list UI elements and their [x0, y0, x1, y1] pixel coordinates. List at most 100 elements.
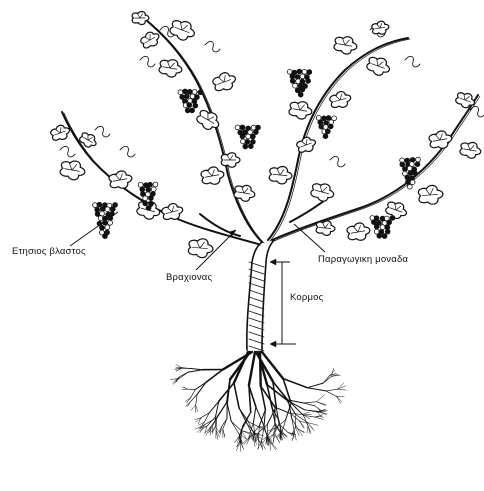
- grape-berry: [406, 180, 411, 185]
- root: [275, 435, 280, 443]
- tendril: [60, 146, 75, 157]
- leaf: [211, 70, 238, 94]
- label-productive-unit: Παραγωγικη μοναδα: [318, 254, 408, 265]
- grape-berry: [382, 234, 387, 239]
- grape-berry: [187, 89, 192, 94]
- pointer-trunk-heads: [270, 259, 276, 347]
- leaf: [428, 129, 453, 150]
- tendril: [405, 56, 420, 67]
- leaf: [459, 140, 482, 159]
- root: [270, 441, 271, 450]
- grape-berry: [300, 87, 305, 92]
- grape-berry: [105, 207, 110, 212]
- grape-berry: [240, 125, 245, 130]
- leaf: [295, 135, 317, 155]
- grape-berry: [400, 162, 405, 167]
- leaf: [310, 181, 336, 204]
- grape-berry: [323, 134, 328, 139]
- root: [307, 388, 326, 391]
- root: [338, 389, 347, 390]
- leaf: [288, 100, 313, 121]
- label-trunk: Κορμος: [290, 292, 323, 303]
- grape-berry: [245, 139, 250, 144]
- trunk-hatch: [249, 283, 264, 288]
- root: [317, 402, 326, 406]
- leaf: [371, 20, 390, 36]
- grape-berry: [100, 207, 105, 212]
- root: [190, 368, 203, 369]
- grape-berry: [190, 108, 195, 113]
- grape-berry: [178, 90, 183, 95]
- tendril: [330, 156, 345, 167]
- root: [323, 376, 331, 383]
- root: [307, 383, 323, 388]
- grape-berry: [105, 225, 110, 230]
- root: [315, 406, 321, 411]
- grape-berry: [387, 220, 392, 225]
- tendril: [120, 146, 135, 157]
- tendril: [140, 56, 155, 67]
- tendril: [95, 126, 110, 137]
- grape-cluster: [370, 216, 395, 239]
- grape-berry: [149, 196, 154, 201]
- grape-berry: [240, 134, 245, 139]
- root: [291, 414, 303, 415]
- grape-berry: [410, 180, 415, 185]
- grape-berry: [390, 216, 395, 221]
- grape-berry: [187, 103, 192, 108]
- grape-berry: [251, 134, 256, 139]
- grape-cluster: [235, 125, 260, 149]
- grape-berry: [246, 134, 251, 139]
- root: [234, 383, 239, 408]
- root: [307, 423, 318, 426]
- grape-berry: [110, 207, 115, 212]
- grape-berry: [148, 182, 153, 187]
- grape-berry: [290, 79, 295, 84]
- root: [219, 383, 234, 401]
- root: [338, 383, 344, 389]
- root: [191, 405, 196, 411]
- grape-cluster: [400, 157, 421, 189]
- grape-berry: [143, 201, 148, 206]
- root-system: [171, 352, 347, 452]
- leaf: [59, 159, 86, 182]
- leaf: [316, 220, 336, 236]
- grape-berry: [413, 171, 418, 176]
- root: [315, 417, 323, 419]
- leaf: [329, 89, 353, 110]
- root: [269, 434, 274, 439]
- grape-berry: [290, 74, 295, 79]
- grape-berry: [153, 182, 158, 187]
- root: [270, 441, 276, 450]
- grape-berry: [103, 234, 108, 239]
- grape-berry: [374, 224, 379, 229]
- root: [307, 426, 308, 433]
- leaf: [188, 238, 214, 259]
- grape-cluster: [178, 89, 203, 113]
- root: [308, 426, 310, 434]
- trunk-hatch: [249, 290, 264, 295]
- leaf: [132, 12, 149, 25]
- grape-berry: [108, 220, 113, 225]
- grape-berry: [256, 125, 261, 130]
- root: [317, 395, 325, 402]
- grape-berry: [295, 88, 300, 93]
- grape-berry: [297, 69, 302, 74]
- root: [294, 431, 296, 440]
- leaf: [346, 221, 371, 242]
- grape-cluster: [287, 69, 311, 97]
- leaf: [365, 54, 392, 78]
- leaf: [161, 201, 185, 222]
- leaf: [200, 165, 225, 186]
- leaf: [418, 185, 444, 206]
- root: [188, 370, 202, 372]
- grape-berry: [287, 69, 292, 74]
- grape-berry: [251, 125, 256, 130]
- grape-berry: [325, 129, 330, 134]
- pointer-annual-shoot: [70, 212, 118, 246]
- root: [212, 426, 215, 433]
- root: [171, 379, 180, 380]
- root: [303, 412, 310, 414]
- grape-berry: [180, 95, 185, 100]
- grape-berry: [302, 69, 307, 74]
